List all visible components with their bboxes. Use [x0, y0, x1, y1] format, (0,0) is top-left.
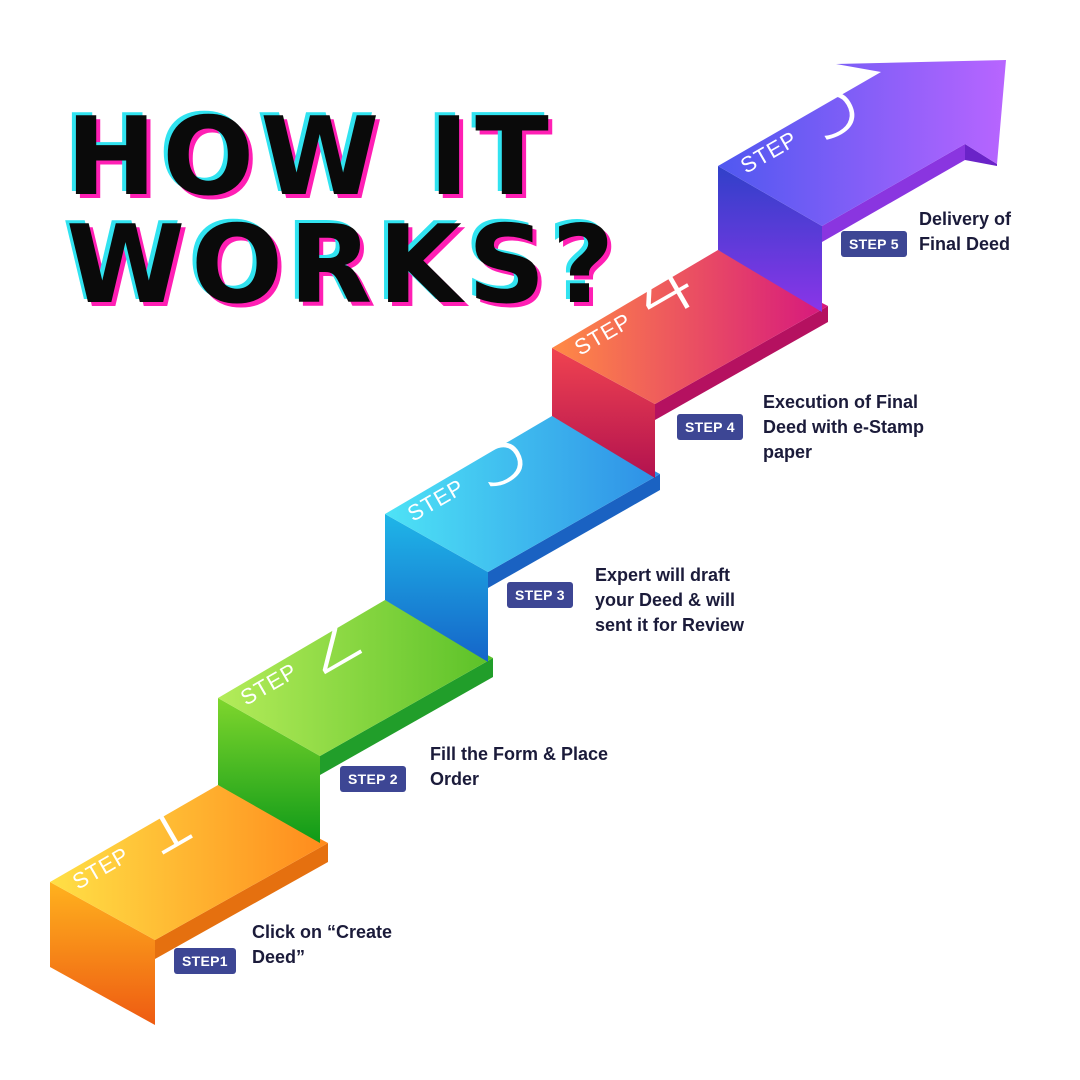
step-3-front: [385, 514, 488, 662]
step-1-front: [50, 882, 155, 1025]
step-3-top: [385, 416, 660, 572]
step-5-front: [718, 166, 822, 312]
step-3-riser: [488, 474, 660, 588]
step-4-top: [552, 250, 828, 404]
step-2-top: [218, 600, 493, 756]
step-5-riser: [822, 144, 965, 242]
step-3-description: Expert will draft your Deed & will sent …: [595, 565, 745, 635]
step-5-top-arrow: [718, 60, 1006, 226]
arrow-head-shadow: [965, 144, 997, 166]
step-3-badge: STEP 3: [507, 582, 573, 608]
step-5-badge: STEP 5: [841, 231, 907, 257]
step-block-2: [218, 600, 493, 843]
step-1-description: Click on “Create Deed”: [252, 922, 393, 967]
step-4-badge: STEP 4: [677, 414, 743, 440]
headline-line-1: HOW IT: [66, 95, 555, 220]
step-1-riser: [155, 843, 328, 959]
step-block-5-arrow: [718, 60, 1006, 312]
step-5-description: Delivery of Final Deed: [919, 209, 1012, 254]
step-4-riser: [655, 306, 828, 420]
step-block-4: [552, 250, 828, 478]
headline-line-2: WORKS?: [66, 203, 621, 328]
step-1-badge: STEP1: [174, 948, 236, 974]
step-2-badge: STEP 2: [340, 766, 406, 792]
step-1-top: [50, 785, 328, 940]
step-2-front: [218, 698, 320, 843]
step-4-front: [552, 348, 655, 478]
step-block-3: [385, 416, 660, 662]
step-block-1: [50, 785, 328, 1025]
step-2-description: Fill the Form & Place Order: [430, 744, 609, 789]
step-4-description: Execution of Final Deed with e-Stamp pap…: [763, 392, 925, 462]
step-2-riser: [320, 658, 493, 775]
